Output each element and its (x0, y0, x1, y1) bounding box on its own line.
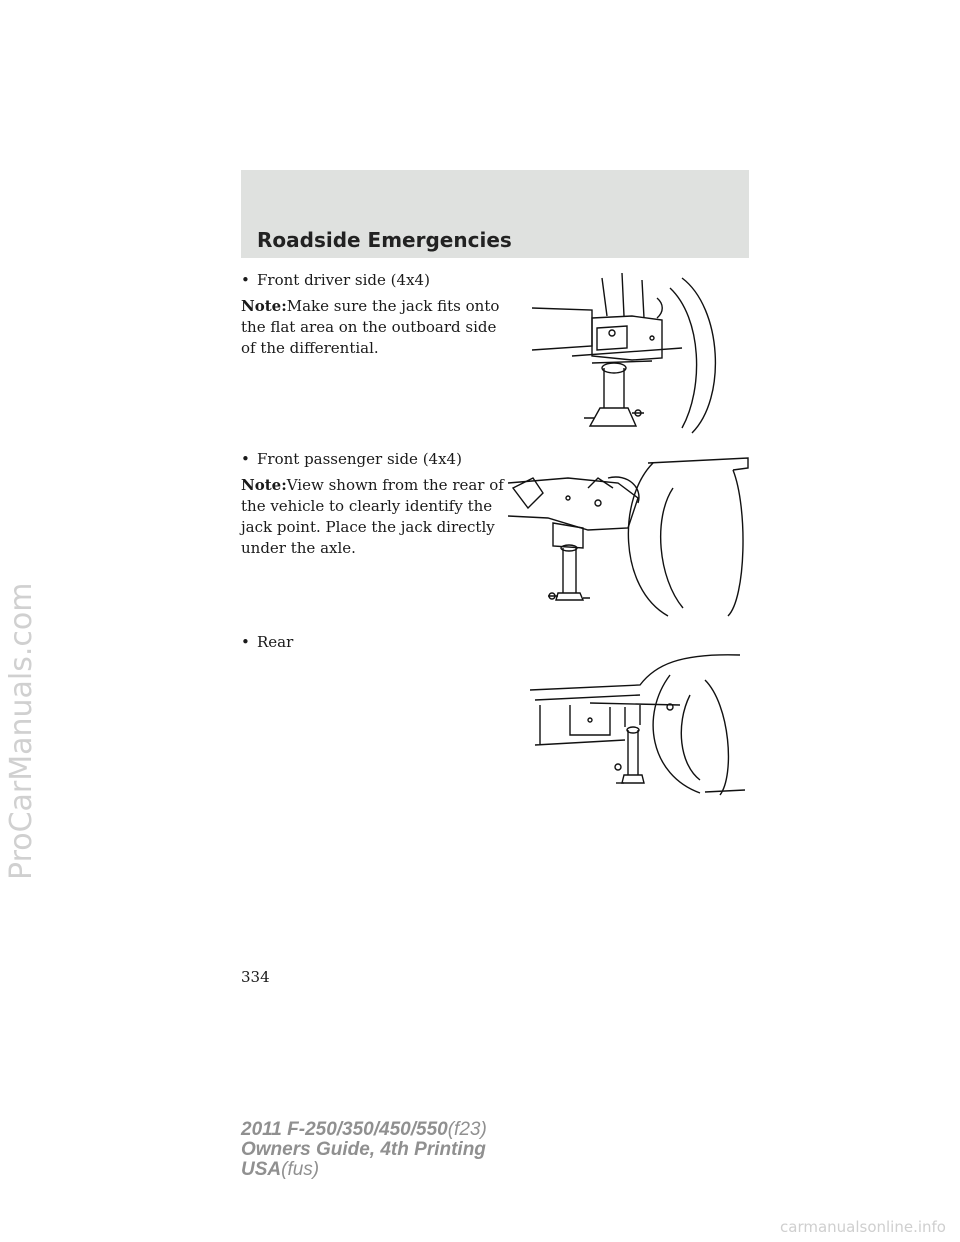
bullet-item-rear: • Rear (241, 632, 293, 653)
section-title: Roadside Emergencies (257, 228, 512, 252)
side-watermark: ProCarManuals.com (4, 582, 39, 880)
figure-front-driver-jack (532, 272, 717, 434)
bottom-watermark: carmanualsonline.info (780, 1218, 946, 1236)
footer-code: (f23) (447, 1119, 487, 1140)
note-label: Note: (241, 476, 287, 494)
note-text: View shown from the rear of the vehicle … (241, 476, 504, 557)
bullet-text: Front passenger side (4x4) (257, 450, 462, 468)
note-label: Note: (241, 297, 287, 315)
bullet-item-front-passenger: • Front passenger side (4x4) (241, 449, 462, 470)
footer-market-code: (fus) (281, 1159, 320, 1180)
footer-printing: Owners Guide, 4th Printing (241, 1139, 486, 1160)
bullet-glyph: • (241, 450, 250, 468)
note-front-passenger: Note:View shown from the rear of the veh… (241, 475, 511, 559)
note-front-driver: Note:Make sure the jack fits onto the fl… (241, 296, 511, 359)
footer-edition: 2011 F-250/350/450/550(f23) Owners Guide… (241, 1120, 487, 1180)
page-number: 334 (241, 968, 270, 986)
note-text: Make sure the jack fits onto the flat ar… (241, 297, 500, 357)
figure-front-passenger-jack (508, 457, 749, 617)
footer-market: USA (241, 1159, 282, 1180)
section-header: Roadside Emergencies (241, 170, 749, 258)
bullet-item-front-driver: • Front driver side (4x4) (241, 270, 430, 291)
footer-model: 2011 F-250/350/450/550 (241, 1119, 448, 1140)
bullet-glyph: • (241, 633, 250, 651)
figure-rear-jack (530, 654, 745, 796)
bullet-glyph: • (241, 271, 250, 289)
bullet-text: Rear (257, 633, 294, 651)
bullet-text: Front driver side (4x4) (257, 271, 430, 289)
